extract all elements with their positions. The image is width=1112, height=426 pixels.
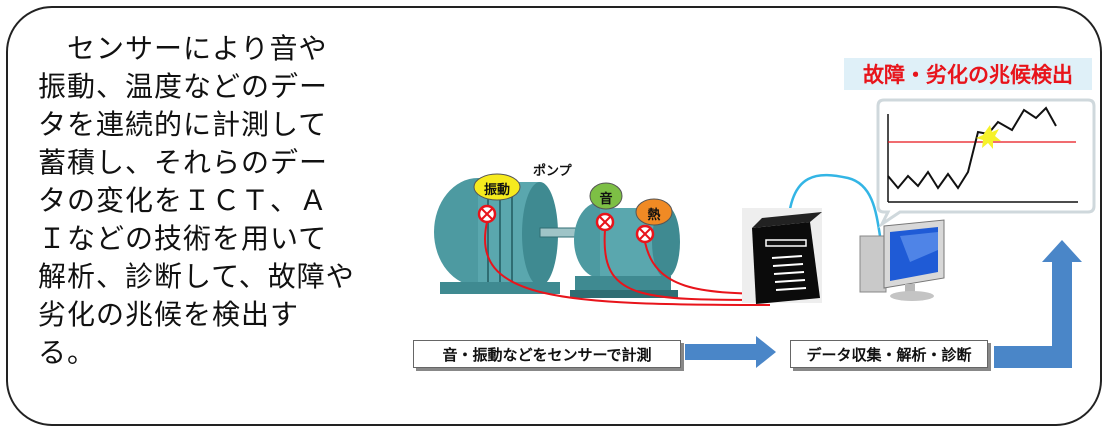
analysis-caption: データ収集・解析・診断 xyxy=(790,340,988,368)
monitor-icon xyxy=(859,219,945,301)
description-line: Ｉなどの技術を用いて xyxy=(38,222,328,255)
description-line: る。 xyxy=(38,336,97,369)
heat-label: 熱 xyxy=(647,208,661,223)
description-line: 振動、温度などのデー xyxy=(38,70,329,103)
network-cable xyxy=(786,173,882,237)
vibration-bubble xyxy=(473,173,521,201)
detection-title: 故障・劣化の兆候検出 xyxy=(844,58,1092,90)
monitoring-diagram xyxy=(434,98,1096,368)
sound-label: 音 xyxy=(599,192,613,207)
flow-arrow-right xyxy=(685,336,776,368)
description-line: 蓄積し、それらのデー xyxy=(38,146,329,179)
vibration-label: 振動 xyxy=(483,183,510,198)
description-line: タを連続的に計測して xyxy=(38,108,328,141)
pump-label: ポンプ xyxy=(533,164,572,179)
measurement-caption: 音・振動などをセンサーで計測 xyxy=(413,340,681,368)
description-line: 劣化の兆候を検出す xyxy=(38,298,300,331)
flow-arrow-up xyxy=(994,240,1082,368)
detection-graph xyxy=(876,98,1096,229)
signal-line xyxy=(887,106,1057,190)
description-line: タの変化をＩＣＴ、Ａ xyxy=(38,184,329,217)
sound-bubble xyxy=(589,182,623,210)
heat-bubble xyxy=(635,198,673,226)
anomaly-burst xyxy=(976,125,1001,149)
pump-motor-icon xyxy=(434,178,583,294)
description-line: 解析、診断して、故障や xyxy=(38,260,355,293)
description-line: センサーにより音や xyxy=(38,32,328,65)
description-text: センサーにより音や 振動、温度などのデー タを連続的に計測して 蓄積し、それらの… xyxy=(38,30,370,372)
server-icon xyxy=(742,208,822,304)
